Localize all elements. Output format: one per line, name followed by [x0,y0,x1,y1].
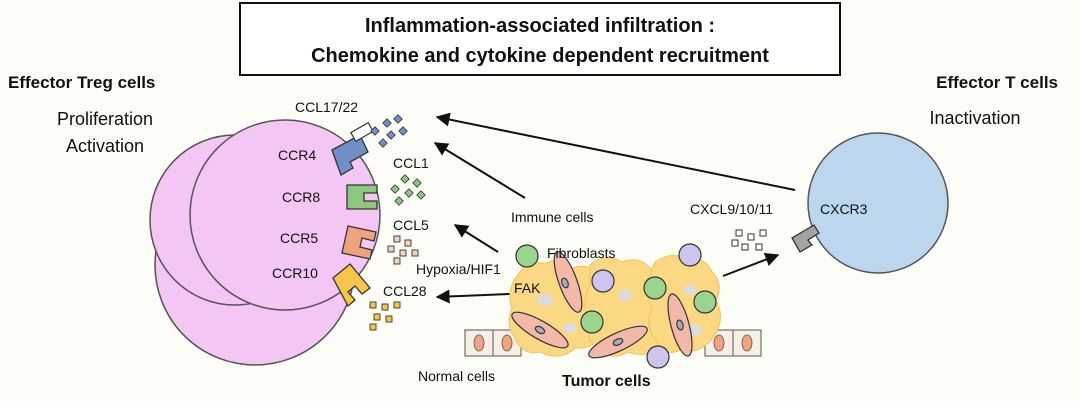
treg-proliferation-label: Proliferation [57,109,153,129]
cxcl9-10-11-label: CXCL9/10/11 [690,201,773,217]
hypoxia-hif1-label: Hypoxia/HIF1 [416,261,501,277]
ccr10-label: CCR10 [272,265,318,281]
immune-to-ccl1-arrow [433,142,526,199]
recruitment-arrows [433,112,796,304]
effector-t-heading: Effector T cells [936,73,1058,92]
treg-activation-label: Activation [66,136,144,156]
immune-cells [515,243,717,369]
ccr10-receptor: CCR10 [272,263,371,308]
ccr8-label: CCR8 [282,189,320,205]
ccr4-label: CCR4 [278,147,316,163]
hypoxia-to-ccl5-arrow [453,224,499,253]
ccl28-label: CCL28 [383,283,427,299]
ccr5-label: CCR5 [280,230,318,246]
tcell-to-ccl17-arrow [435,112,796,191]
ccl5-chemokines [387,235,419,265]
treg-cell-front [189,119,381,311]
cxcr3-receptor [791,224,820,253]
ccr4-receptor: CCR4 [278,121,374,176]
title-line-2: Chemokine and cytokine dependent recruit… [311,45,769,67]
ccl5-label: CCL5 [393,217,429,233]
tumor-cells-label: Tumor cells [562,373,651,390]
effector-treg-heading: Effector Treg cells [8,73,155,92]
ccl17-22-chemokines [370,114,408,148]
ccl1-label: CCL1 [393,155,429,171]
tumor-to-cxcl-arrow [722,252,780,277]
fibroblasts-label: Fibroblasts [547,245,615,261]
fak-to-ccl28-arrow [435,289,511,304]
ccl1-chemokines [390,174,426,206]
ccr8-receptor: CCR8 [282,184,378,210]
normal-cells-label: Normal cells [418,368,495,384]
cxcr3-label: CXCR3 [820,201,868,217]
title-line-1: Inflammation-associated infiltration : [365,15,715,37]
ccl17-22-label: CCL17/22 [295,99,358,115]
ccl28-chemokines [369,301,401,331]
fibroblasts [511,251,693,359]
cxcl-chemokines [731,229,767,251]
t-inactivation-label: Inactivation [929,108,1020,128]
immune-cells-label: Immune cells [511,209,593,225]
title-box: Inflammation-associated infiltration : C… [239,2,841,76]
treg-cell-cluster [149,119,381,366]
normal-cells [464,329,762,357]
effector-t-cell: CXCR3 [807,132,949,274]
fak-label: FAK [514,280,541,296]
ccr5-receptor: CCR5 [280,225,377,260]
